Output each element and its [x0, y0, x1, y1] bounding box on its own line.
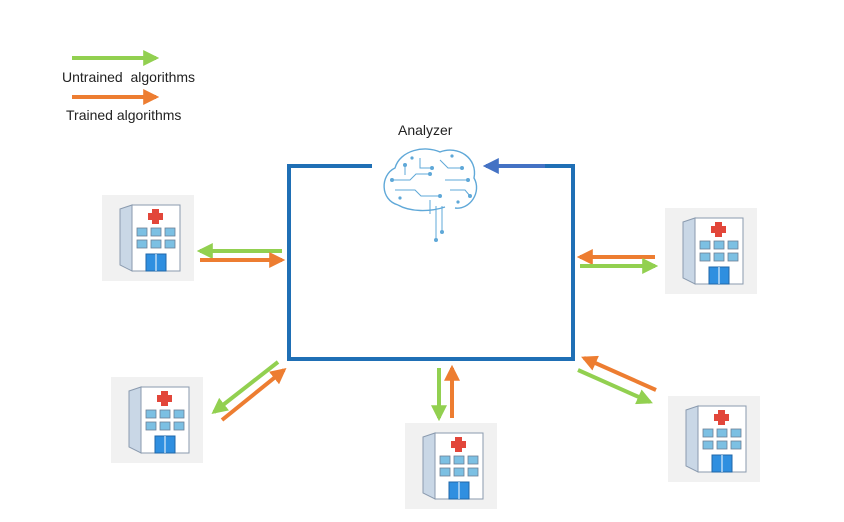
bottom-right-untrained-arrow: [577, 368, 653, 405]
hospital-left: [102, 195, 194, 281]
hospital-bottom-left: [111, 377, 203, 463]
analyzer-label: Analyzer: [398, 122, 453, 138]
analyzer-box: [287, 164, 575, 361]
hospital-bottom-right: [668, 396, 760, 482]
bottom-right-trained-arrow: [581, 355, 657, 392]
hospital-bottom-center: [405, 423, 497, 509]
legend-trained-label: Trained algorithms: [66, 107, 182, 123]
bottom-left-trained-arrow: [220, 367, 287, 422]
brain-circuit-icon: [383, 148, 478, 242]
legend-untrained-label: Untrained algorithms: [62, 69, 196, 85]
hospital-right: [665, 208, 757, 294]
bottom-left-untrained-arrow: [211, 360, 280, 414]
